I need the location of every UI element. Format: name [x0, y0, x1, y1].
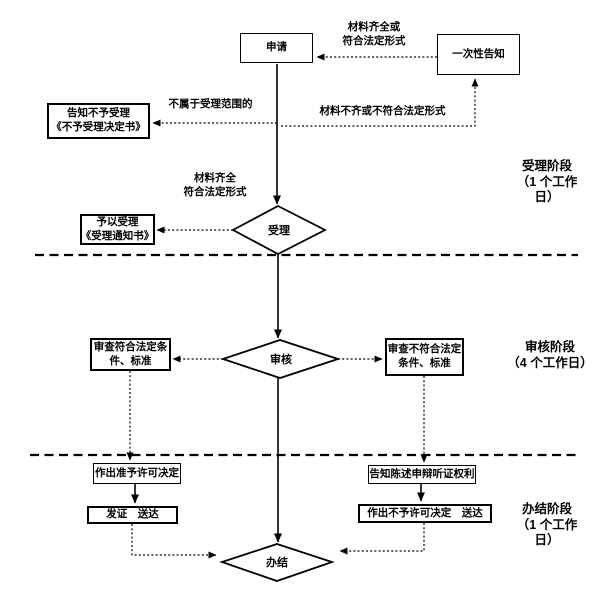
- stage-label-review: 审核阶段 （4 个工作日）: [500, 340, 600, 371]
- accept-notice-box: 予以受理 《受理通知书》: [80, 214, 155, 245]
- notify-once-box: 一次性告知: [437, 34, 520, 75]
- review-diamond-label: 审核: [270, 354, 292, 366]
- stage1-line3: 日）: [534, 190, 560, 205]
- review-pass-line2: 件、标准: [109, 354, 152, 367]
- deny-decision-label: 作出不予许可决定 送达: [367, 506, 483, 519]
- accept-diamond-label: 受理: [268, 225, 290, 237]
- notify-rights-label: 告知陈述申辩听证权利: [369, 467, 475, 480]
- edge-to-notifyonce: [281, 78, 479, 127]
- accept-diamond-shape: [231, 204, 327, 256]
- review-fail-box: 审查不符合法定 条件、标准: [385, 338, 464, 376]
- review-pass-box: 审查符合法定条 件、标准: [90, 338, 171, 371]
- review-fail-line2: 条件、标准: [398, 357, 451, 369]
- stage1-line1: 受理阶段: [521, 159, 572, 173]
- stage-label-acceptance: 受理阶段 （1 个工作 日）: [503, 159, 591, 206]
- review-diamond-shape: [220, 339, 341, 379]
- label-materials-incomplete: 材料不齐或不符合法定形式: [319, 105, 446, 117]
- notify-rights-box: 告知陈述申辩听证权利: [368, 465, 476, 484]
- stage1-line2: （1 个工作: [516, 174, 578, 189]
- finish-diamond-label: 办结: [266, 557, 288, 569]
- reject-line2: 《不予受理决定书》: [51, 121, 146, 133]
- finish-diamond-shape: [219, 543, 335, 582]
- accept-notice-line2: 《受理通知书》: [80, 229, 155, 242]
- review-fail-line1: 审查不符合法定: [387, 343, 462, 356]
- label-complete-mid-line2: 符合法定形式: [183, 186, 247, 199]
- label-complete-mid-line1: 材料齐全: [194, 172, 236, 184]
- stage3-line3: 日）: [534, 533, 560, 548]
- reject-box: 告知不予受理 《不予受理决定书》: [47, 103, 150, 139]
- stage3-line2: （1 个工作: [516, 517, 578, 532]
- stage2-line2: （4 个工作日）: [507, 355, 593, 370]
- edge-deny-to-finish: [339, 523, 425, 555]
- issue-deliver-label: 发证 送达: [106, 508, 159, 521]
- grant-decision-label: 作出准予许可决定: [95, 466, 179, 479]
- edge-issue-to-finish: [131, 524, 217, 559]
- label-complete-top-line1: 材料齐全或: [347, 21, 401, 33]
- stage2-line1: 审核阶段: [524, 340, 575, 354]
- accept-notice-line1: 予以受理: [96, 215, 139, 228]
- review-pass-line1: 审查符合法定条: [93, 340, 168, 353]
- grant-decision-box: 作出准予许可决定: [93, 463, 181, 484]
- stage-label-completion: 办结阶段 （1 个工作 日）: [503, 502, 591, 549]
- reject-line1: 告知不予受理: [67, 107, 130, 120]
- apply-box-label: 申请: [266, 41, 287, 54]
- label-out-of-scope: 不属于受理范围的: [168, 98, 253, 110]
- label-materials-complete-top: 材料齐全或 符合法定形式: [338, 20, 410, 48]
- label-materials-complete-mid: 材料齐全 符合法定形式: [182, 171, 248, 199]
- label-complete-top-line2: 符合法定形式: [342, 35, 406, 48]
- apply-box: 申请: [240, 33, 313, 63]
- issue-deliver-box: 发证 送达: [87, 506, 178, 524]
- deny-decision-box: 作出不予许可决定 送达: [358, 504, 492, 523]
- stage3-line1: 办结阶段: [521, 502, 572, 516]
- notify-once-label: 一次性告知: [452, 47, 505, 60]
